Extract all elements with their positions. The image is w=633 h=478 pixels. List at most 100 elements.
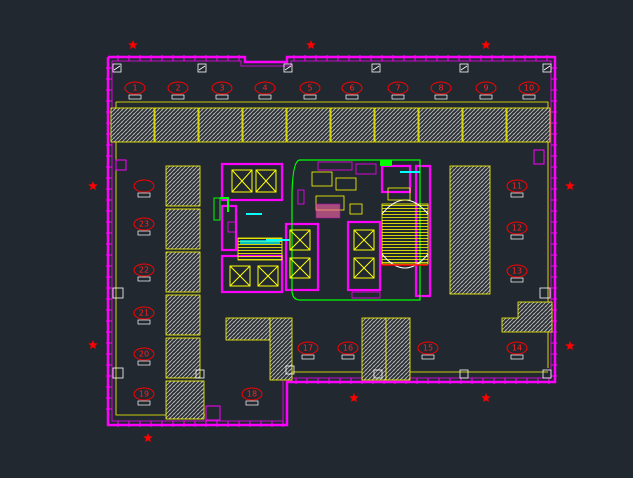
label-plate [434, 94, 448, 100]
unit-number: 2 [175, 84, 180, 93]
compass-star-icon [128, 40, 138, 49]
unit-number: 11 [512, 182, 522, 191]
unit-number: 7 [395, 84, 400, 93]
top-bay [418, 107, 463, 143]
unit-label: 15 [417, 341, 439, 360]
label-plate [301, 354, 315, 360]
label-ellipse [387, 81, 409, 95]
compass-star-icon [565, 341, 575, 350]
unit-number: 9 [483, 84, 488, 93]
compass-star-icon [481, 40, 491, 49]
top-bay [330, 107, 375, 143]
unit-number: 8 [438, 84, 443, 93]
unit-label: 13 [506, 264, 528, 283]
label-plate [128, 94, 142, 100]
label-ellipse [297, 341, 319, 355]
compass-star-icon [88, 40, 575, 442]
central-core [213, 159, 432, 301]
label-ellipse [241, 387, 263, 401]
unit-number: 1 [132, 84, 137, 93]
unit-label: 19 [133, 387, 155, 406]
label-plate [510, 234, 524, 240]
unit-label: 21 [133, 306, 155, 325]
top-bay [286, 107, 331, 143]
top-bay [154, 107, 199, 143]
unit-label: 12 [506, 221, 528, 240]
unit-label: 1 [124, 81, 146, 100]
right-parking-bays [449, 165, 553, 333]
unit-number: 23 [139, 220, 149, 229]
label-plate [137, 360, 151, 366]
left-parking-bays [165, 165, 205, 420]
label-ellipse [430, 81, 452, 95]
label-plate [341, 354, 355, 360]
label-plate [171, 94, 185, 100]
unit-number: 19 [139, 390, 149, 399]
unit-label: 20 [133, 347, 155, 366]
label-ellipse [506, 264, 528, 278]
unit-label: 7 [387, 81, 409, 100]
unit-number: 18 [247, 390, 257, 399]
label-ellipse [254, 81, 276, 95]
label-plate [245, 400, 259, 406]
unit-number: 10 [524, 84, 534, 93]
top-bay [506, 107, 551, 143]
label-plate [522, 94, 536, 100]
unit-number: 16 [343, 344, 353, 353]
unit-label: 10 [518, 81, 540, 100]
label-plate [391, 94, 405, 100]
label-ellipse [506, 221, 528, 235]
label-plate [479, 94, 493, 100]
elevator-icon [229, 169, 375, 287]
top-bay [110, 107, 155, 143]
unit-label: 6 [341, 81, 363, 100]
label-ellipse [475, 81, 497, 95]
label-plate [215, 94, 229, 100]
label-plate [421, 354, 435, 360]
ramp-arrow-icon [112, 63, 552, 379]
label-plate [510, 192, 524, 198]
top-bay [242, 107, 287, 143]
unit-label: 17 [297, 341, 319, 360]
label-ellipse [124, 81, 146, 95]
label-plate [345, 94, 359, 100]
unit-number: 4 [262, 84, 267, 93]
unit-label: 4 [254, 81, 276, 100]
label-plate [258, 94, 272, 100]
bottom-parking-bays [225, 317, 411, 381]
label-ellipse [518, 81, 540, 95]
unit-label: 3 [211, 81, 233, 100]
unit-number: 6 [349, 84, 354, 93]
label-plate [303, 94, 317, 100]
label-plate [137, 276, 151, 282]
top-parking-bays [110, 107, 551, 143]
unit-number: 5 [307, 84, 312, 93]
compass-star-icon [349, 393, 359, 402]
label-ellipse [417, 341, 439, 355]
unit-label: 11 [506, 179, 528, 198]
label-ellipse [133, 347, 155, 361]
label-ellipse [133, 179, 155, 193]
label-plate [137, 319, 151, 325]
label-ellipse [133, 217, 155, 231]
unit-number: 3 [219, 84, 224, 93]
unit-label: 16 [337, 341, 359, 360]
outer-walls [106, 55, 557, 427]
unit-number: 15 [423, 344, 433, 353]
label-ellipse [341, 81, 363, 95]
unit-label: 2 [167, 81, 189, 100]
label-ellipse [167, 81, 189, 95]
unit-label: 9 [475, 81, 497, 100]
label-ellipse [337, 341, 359, 355]
label-ellipse [506, 179, 528, 193]
label-plate [137, 400, 151, 406]
unit-label: 23 [133, 217, 155, 236]
label-ellipse [133, 263, 155, 277]
label-ellipse [133, 387, 155, 401]
compass-star-icon [306, 40, 316, 49]
unit-label: 8 [430, 81, 452, 100]
compass-star-icon [481, 393, 491, 402]
label-plate [137, 230, 151, 236]
